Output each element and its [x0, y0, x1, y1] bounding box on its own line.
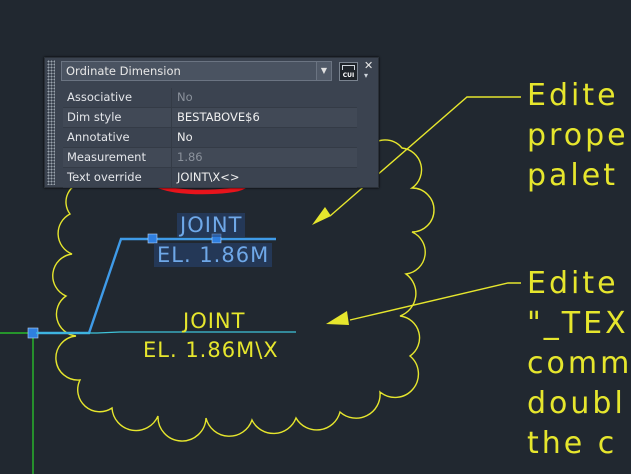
cui-customize-button[interactable]: CUI [339, 62, 358, 81]
property-value[interactable]: No [171, 88, 357, 107]
object-type-value: Ordinate Dimension [66, 64, 181, 78]
callout-top-line1[interactable]: Edite [527, 78, 619, 113]
leader-bottom [349, 282, 521, 321]
callout-bottom-line2[interactable]: "_TEX [527, 306, 629, 341]
property-row-text-override[interactable]: Text override JOINT\X<> [63, 168, 357, 188]
edited-dimension-line2[interactable]: EL. 1.86M\X [143, 338, 279, 362]
callout-top-line3[interactable]: palet [527, 158, 618, 193]
leader-top-arrowhead [312, 207, 331, 225]
palette-drag-handle[interactable] [47, 60, 55, 185]
property-value[interactable]: JOINT\X<> [171, 168, 357, 187]
quick-properties-palette[interactable]: Ordinate Dimension ▼ CUI ✕ ▾ Associative… [44, 57, 379, 188]
property-grid: Associative No Dim style BESTABOVE$6 Ann… [63, 88, 357, 188]
property-row-measurement[interactable]: Measurement 1.86 [63, 148, 357, 168]
property-name: Measurement [67, 150, 146, 164]
property-value: 1.86 [171, 148, 357, 167]
edited-dimension-line1[interactable]: JOINT [183, 309, 246, 333]
property-name: Dim style [67, 110, 122, 124]
property-row-annotative[interactable]: Annotative No [63, 128, 357, 148]
close-icon[interactable]: ✕ [364, 59, 374, 72]
callout-bottom-line1[interactable]: Edite [527, 266, 619, 301]
property-row-associative[interactable]: Associative No [63, 88, 357, 108]
callout-bottom-line5[interactable]: the c [527, 426, 618, 461]
property-value[interactable]: No [171, 128, 357, 147]
object-type-dropdown[interactable]: Ordinate Dimension ▼ [61, 61, 332, 81]
leader-bottom-arrowhead [326, 311, 349, 325]
edited-dimension-leader[interactable] [36, 331, 296, 334]
callout-top-line2[interactable]: prope [527, 118, 629, 153]
property-name: Associative [67, 90, 133, 104]
property-name: Annotative [67, 130, 130, 144]
callout-bottom-line4[interactable]: doubl [527, 386, 626, 421]
property-value[interactable]: BESTABOVE$6 [171, 108, 357, 127]
chevron-down-icon[interactable]: ▼ [316, 62, 331, 80]
property-row-dim-style[interactable]: Dim style BESTABOVE$6 [63, 108, 357, 128]
cui-label: CUI [342, 72, 355, 79]
grip-leader[interactable] [147, 233, 158, 244]
selected-dimension-line2[interactable]: EL. 1.86M [154, 243, 273, 267]
callout-bottom-line3[interactable]: comma [527, 346, 631, 381]
palette-options-icon[interactable]: ▾ [364, 71, 369, 80]
selected-dimension-line1[interactable]: JOINT [177, 213, 246, 237]
property-name: Text override [67, 170, 142, 184]
